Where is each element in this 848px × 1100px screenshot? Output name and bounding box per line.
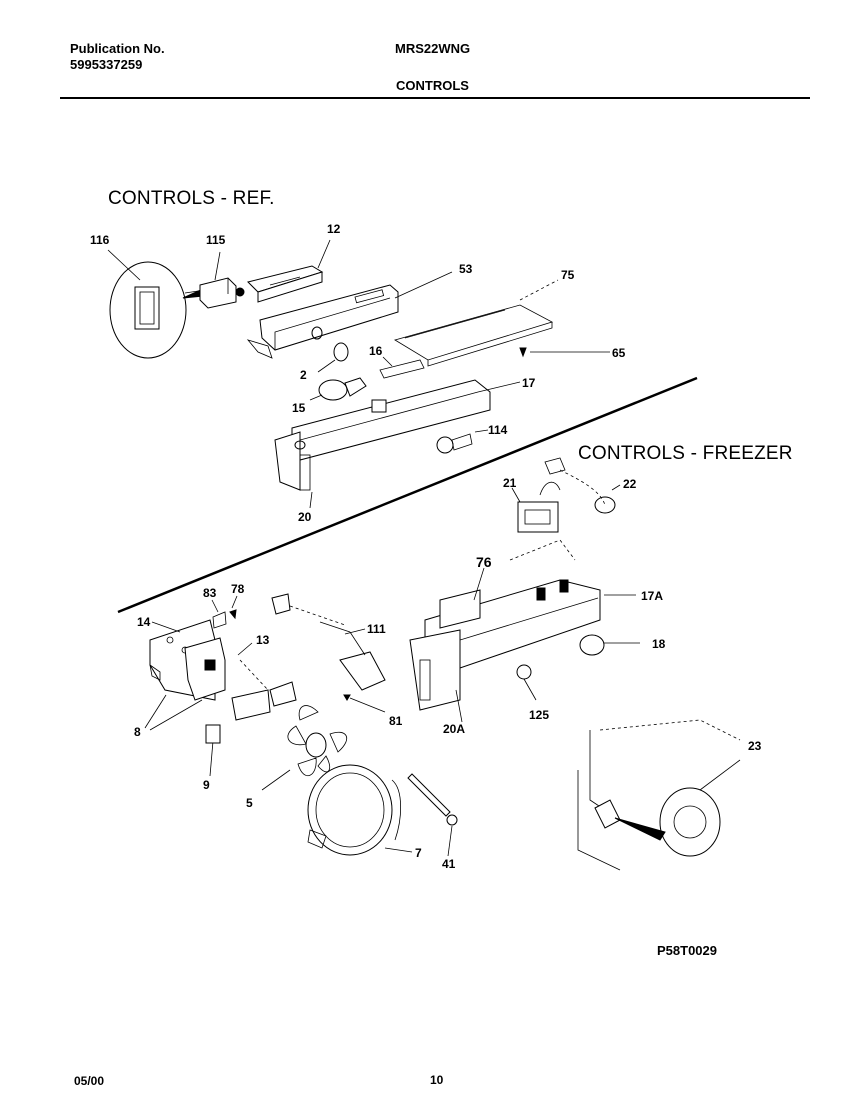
callout-14: 14 <box>137 615 151 629</box>
callout-76: 76 <box>476 554 492 570</box>
callout-81: 81 <box>389 714 403 728</box>
callout-20a: 20A <box>443 722 466 736</box>
callout-41: 41 <box>442 857 456 871</box>
callout-17a: 17A <box>641 589 664 603</box>
section-divider <box>117 376 698 614</box>
callout-15: 15 <box>292 401 306 415</box>
callout-21: 21 <box>503 476 517 490</box>
callout-9: 9 <box>203 778 210 792</box>
freezer-controls-parts <box>409 457 741 871</box>
callout-111: 111 <box>367 622 386 636</box>
title-controls-ref: CONTROLS - REF. <box>108 188 275 209</box>
footer-date: 05/00 <box>74 1074 105 1088</box>
callout-7: 7 <box>415 846 422 860</box>
figure-code: P58T0029 <box>657 943 717 958</box>
callout-18: 18 <box>652 637 666 651</box>
callout-22: 22 <box>623 477 637 491</box>
ref-controls-parts <box>107 239 610 509</box>
callout-83: 83 <box>203 586 217 600</box>
callout-23: 23 <box>748 739 762 753</box>
model-number: MRS22WNG <box>395 41 471 56</box>
callout-53: 53 <box>459 262 473 276</box>
callout-125: 125 <box>529 708 550 722</box>
publication-number: 5995337259 <box>70 57 143 72</box>
callout-12: 12 <box>327 222 341 236</box>
callout-115: 115 <box>206 233 226 247</box>
callout-16: 16 <box>369 344 383 358</box>
page-number: 10 <box>430 1073 444 1087</box>
callout-5: 5 <box>246 796 253 810</box>
publication-label: Publication No. <box>70 41 165 56</box>
callout-13: 13 <box>256 633 270 647</box>
callout-65: 65 <box>612 346 626 360</box>
title-controls-freezer: CONTROLS - FREEZER <box>578 443 793 464</box>
callout-20: 20 <box>298 510 312 524</box>
callout-8: 8 <box>134 725 141 739</box>
section-title: CONTROLS <box>396 78 469 93</box>
callout-114: 114 <box>488 423 508 437</box>
callout-78: 78 <box>231 582 245 596</box>
callout-17: 17 <box>522 376 536 390</box>
callout-2: 2 <box>300 368 307 382</box>
callout-116: 116 <box>90 233 110 247</box>
fan-assembly-parts <box>144 593 458 857</box>
callout-75: 75 <box>561 268 575 282</box>
